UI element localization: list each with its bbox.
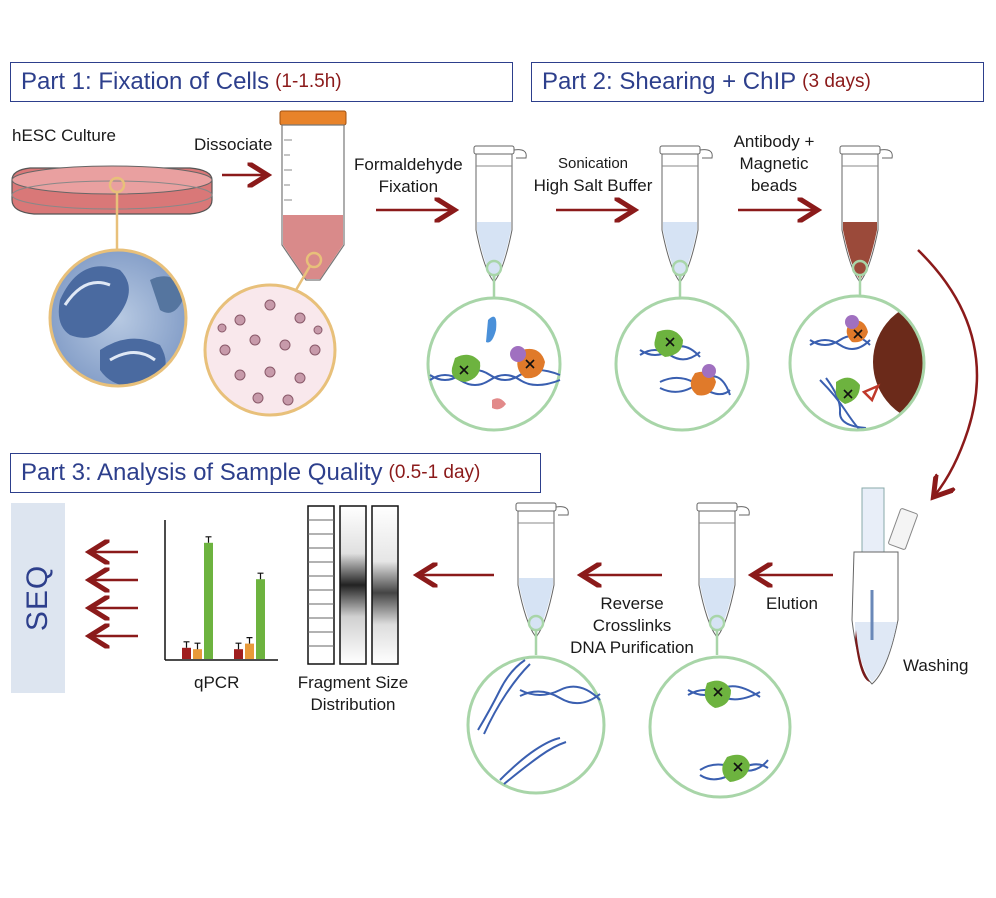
label-dissociate: Dissociate — [194, 135, 273, 154]
qpcr-error-bar — [205, 536, 212, 543]
label-hesc-culture: hESC Culture — [12, 126, 116, 145]
seq-label-wrap: SEQ — [11, 503, 65, 693]
tube-purification — [515, 502, 569, 638]
seq-panel — [11, 503, 65, 693]
qpcr-chart — [164, 520, 278, 661]
washing-tube — [851, 487, 918, 685]
part1-title: Part 1: Fixation of Cells — [21, 68, 270, 95]
seq-label: SEQ — [21, 564, 55, 632]
label-reverse-line2: Crosslinks — [592, 616, 672, 635]
elution-circle — [648, 655, 792, 799]
qpcr-bar — [193, 649, 202, 659]
label-reverse-line1: Reverse — [600, 594, 664, 613]
part3-time: (0.5-1 day) — [388, 462, 481, 483]
label-washing: Washing — [903, 656, 969, 675]
qpcr-error-bar — [194, 642, 201, 650]
sonication-circle — [614, 296, 750, 432]
label-antibody-line2: Magnetic — [739, 154, 809, 173]
qpcr-bar — [234, 649, 243, 659]
part1-header: Part 1: Fixation of Cells (1-1.5h) — [10, 62, 513, 102]
part3-title: Part 3: Analysis of Sample Quality — [21, 459, 383, 486]
label-sonication: Sonication High Salt Buffer — [531, 153, 655, 197]
label-sonication-line2: High Salt Buffer — [533, 176, 653, 195]
qpcr-error-bar — [235, 642, 242, 650]
label-formaldehyde-line2: Fixation — [378, 177, 439, 196]
seq-arrows — [92, 552, 138, 636]
microscope-image — [48, 248, 188, 388]
qpcr-bar — [245, 643, 254, 659]
label-qpcr: qPCR — [194, 673, 240, 692]
qpcr-bar — [182, 647, 191, 659]
part3-header: Part 3: Analysis of Sample Quality (0.5-… — [10, 453, 541, 493]
label-fragment-line2: Distribution — [310, 695, 396, 714]
label-reverse: Reverse Crosslinks DNA Purification — [560, 593, 704, 659]
part2-title: Part 2: Shearing + ChIP — [542, 68, 797, 95]
tube-fixation — [473, 145, 527, 283]
tube-sonication — [659, 145, 713, 283]
part2-header: Part 2: Shearing + ChIP (3 days) — [531, 62, 984, 102]
label-formaldehyde-line1: Formaldehyde — [354, 155, 463, 174]
qpcr-bar — [204, 542, 213, 659]
label-reverse-line3: DNA Purification — [570, 638, 694, 657]
label-antibody-line1: Antibody + — [733, 132, 815, 151]
qpcr-bar — [256, 579, 265, 659]
qpcr-error-bar — [257, 572, 264, 580]
tube-antibody — [839, 145, 893, 283]
label-elution: Elution — [766, 594, 818, 613]
falcon-tube — [279, 110, 347, 281]
qpcr-error-bar — [183, 641, 190, 648]
label-antibody-line3: beads — [750, 176, 798, 195]
dissociated-cells — [203, 283, 337, 417]
label-formaldehyde: Formaldehyde Fixation — [354, 154, 463, 198]
label-fragment-line1: Fragment Size — [297, 673, 409, 692]
bead-circle — [788, 294, 926, 432]
part1-time: (1-1.5h) — [275, 71, 342, 92]
tube-elution — [696, 502, 750, 638]
purified-dna-circle — [466, 655, 606, 795]
part2-time: (3 days) — [802, 71, 871, 92]
label-fragment: Fragment Size Distribution — [290, 672, 416, 716]
fragment-gel — [307, 505, 399, 665]
fixation-circle — [426, 296, 562, 432]
qpcr-error-bar — [246, 637, 253, 644]
label-sonication-line1: Sonication — [557, 155, 629, 172]
label-antibody: Antibody + Magnetic beads — [726, 131, 822, 197]
